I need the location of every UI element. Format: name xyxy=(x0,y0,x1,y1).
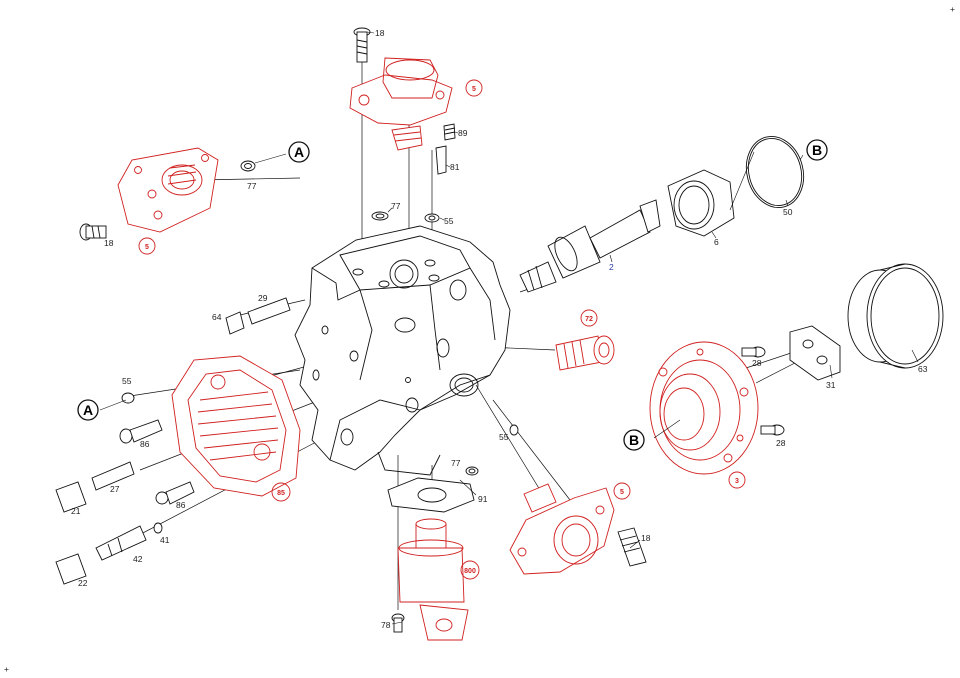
label-50: 50 xyxy=(783,207,793,217)
part-number-labels: 18 18 18 77 77 77 78 89 81 55 55 55 50 6… xyxy=(71,28,928,630)
label-21: 21 xyxy=(71,506,81,516)
ref-3: 3 xyxy=(735,478,739,485)
label-64: 64 xyxy=(212,312,222,322)
ref-85: 85 xyxy=(277,490,285,497)
label-22: 22 xyxy=(78,578,88,588)
label-55-left: 55 xyxy=(122,376,132,386)
label-77-top: 77 xyxy=(391,201,401,211)
label-77-left: 77 xyxy=(247,181,257,191)
letter-callouts: A A B B xyxy=(77,139,828,451)
pressure-valve-72 xyxy=(555,335,615,371)
callout-b-flange: B xyxy=(629,432,639,448)
pump-housing xyxy=(294,225,511,476)
corner-mark-top-right: + xyxy=(950,4,955,14)
lower-head-assembly xyxy=(509,483,647,575)
label-86-upper: 86 xyxy=(140,439,150,449)
label-2: 2 xyxy=(609,262,614,272)
label-77-bottom: 77 xyxy=(451,458,461,468)
ref-72: 72 xyxy=(585,316,593,323)
ref-5-right: 5 xyxy=(620,489,624,496)
label-81: 81 xyxy=(450,162,460,172)
label-31: 31 xyxy=(826,380,836,390)
label-63: 63 xyxy=(918,364,928,374)
label-55-right: 55 xyxy=(499,432,509,442)
flange-3 xyxy=(649,263,944,475)
label-18-right: 18 xyxy=(641,533,651,543)
callout-b-top: B xyxy=(812,142,822,158)
label-29: 29 xyxy=(258,293,268,303)
label-42: 42 xyxy=(133,554,143,564)
corner-mark-bottom-left: + xyxy=(4,664,9,674)
top-head-assembly xyxy=(349,27,456,223)
label-89: 89 xyxy=(458,128,468,138)
label-78: 78 xyxy=(381,620,391,630)
metering-unit-800 xyxy=(387,424,519,641)
label-27: 27 xyxy=(110,484,120,494)
label-55-top: 55 xyxy=(444,216,454,226)
left-head-assembly xyxy=(79,147,287,241)
label-41: 41 xyxy=(160,535,170,545)
label-28-upper: 28 xyxy=(752,358,762,368)
leader-lines xyxy=(99,31,919,625)
reference-callouts: 5 5 5 72 85 800 3 xyxy=(138,79,746,580)
ref-800: 800 xyxy=(464,568,476,575)
ref-5-top: 5 xyxy=(472,86,476,93)
label-91: 91 xyxy=(478,494,488,504)
rear-cover-85 xyxy=(55,297,301,585)
callout-a-left: A xyxy=(83,402,93,418)
label-6: 6 xyxy=(714,237,719,247)
label-18-top: 18 xyxy=(375,28,385,38)
label-18-left: 18 xyxy=(104,238,114,248)
drive-shaft-assembly xyxy=(519,136,805,293)
callout-a-top: A xyxy=(294,144,304,160)
ref-5-left: 5 xyxy=(145,244,149,251)
label-86-lower: 86 xyxy=(176,500,186,510)
label-28-lower: 28 xyxy=(776,438,786,448)
